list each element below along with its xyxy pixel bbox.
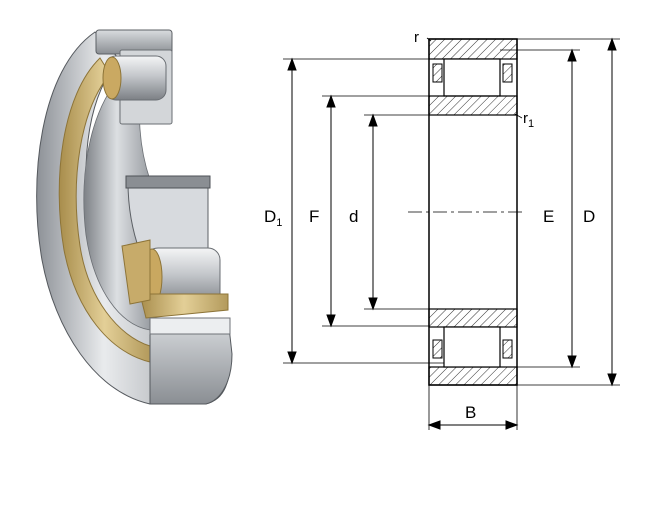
inner-ring-top-section — [428, 95, 518, 116]
label-F: F — [309, 207, 319, 226]
label-d: d — [349, 207, 358, 226]
dimension-labels: D1 F d E D B r r1 — [264, 29, 595, 422]
cage-bottom-left — [432, 339, 443, 359]
label-r: r — [414, 29, 419, 46]
cage-bottom-right — [502, 339, 513, 359]
label-D: D — [583, 207, 595, 226]
label-r1: r1 — [523, 110, 534, 130]
cage-top-right — [502, 63, 513, 83]
roller-bottom — [443, 326, 501, 368]
leader-r — [426, 37, 432, 42]
bearing-3d-illustration — [36, 29, 233, 405]
cage-top-left — [432, 63, 443, 83]
extension-lines — [283, 38, 620, 430]
outer-ring-top-section — [428, 38, 518, 60]
label-E: E — [543, 207, 554, 226]
outer-ring-bottom-section — [428, 366, 518, 386]
leader-r1 — [514, 113, 523, 119]
inner-ring-bottom-section — [428, 308, 518, 328]
label-B: B — [465, 403, 476, 422]
label-D1: D1 — [264, 207, 282, 229]
roller-top — [443, 58, 501, 97]
cross-section-drawing — [283, 37, 620, 430]
dimension-lines — [287, 37, 617, 430]
